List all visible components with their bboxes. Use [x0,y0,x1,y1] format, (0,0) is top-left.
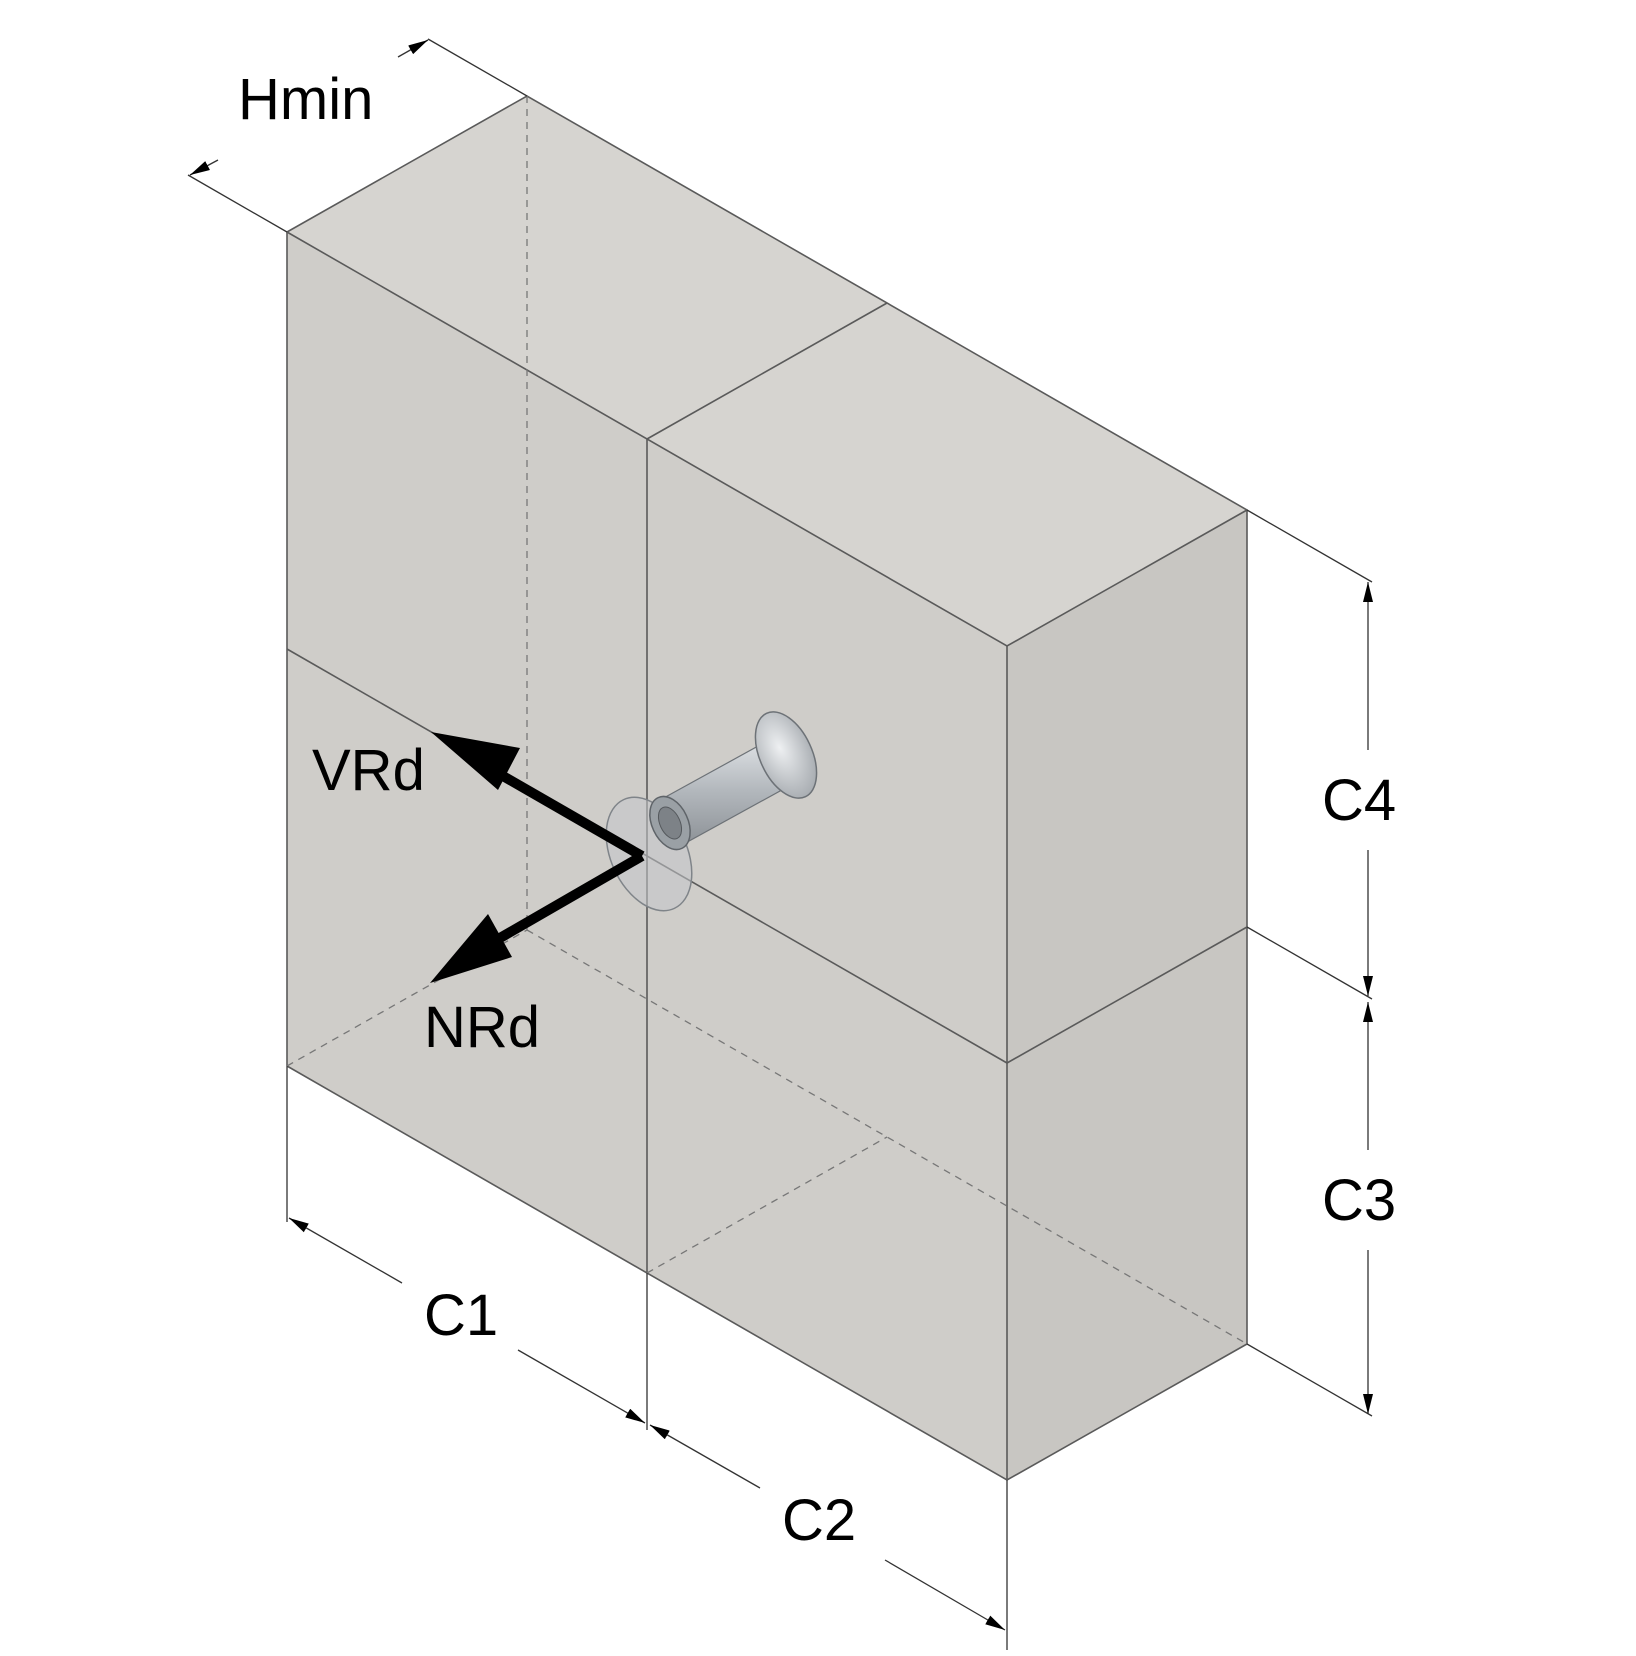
c2-label: C2 [782,1488,856,1553]
hidden-back-bottom [526,929,1248,1345]
dimension-lines [187,38,1373,1650]
hidden-bottom-center [646,1136,888,1274]
anchor-thread-inner [657,806,683,840]
hidden-left-bottom [286,929,528,1067]
vrd-label: VRd [312,738,425,803]
c4-ext-mid [1246,926,1373,1000]
c4-label: C4 [1322,768,1396,833]
c1-label: C1 [424,1283,498,1348]
c4-ext-top [1246,509,1373,583]
force-arrow-icon [430,732,645,983]
c3-label: C3 [1322,1168,1396,1233]
hmin-ext-right [427,38,528,97]
top-center-line [646,302,888,440]
nrd-arrow-head [430,914,512,983]
anchor-bolt-icon [605,711,818,912]
c3-ext-bottom [1246,1343,1373,1417]
c1-dim-line-b [517,1349,646,1424]
vrd-arrow-shaft [493,767,645,861]
c1-dim-line-a [288,1217,403,1284]
hmin-label: Hmin [238,67,373,132]
nrd-arrow-shaft [497,851,645,943]
c2-dim-line-a [649,1424,761,1489]
side-center-line [1006,926,1248,1064]
hmin-dimension-arrow [189,159,219,176]
c2-dim-line-b [884,1559,1006,1631]
nrd-label: NRd [424,995,540,1060]
vrd-arrow-head [431,732,520,790]
hmin-dimension-arrow-right [397,39,429,58]
anchor-head [754,711,818,799]
hmin-ext-left [187,174,288,233]
